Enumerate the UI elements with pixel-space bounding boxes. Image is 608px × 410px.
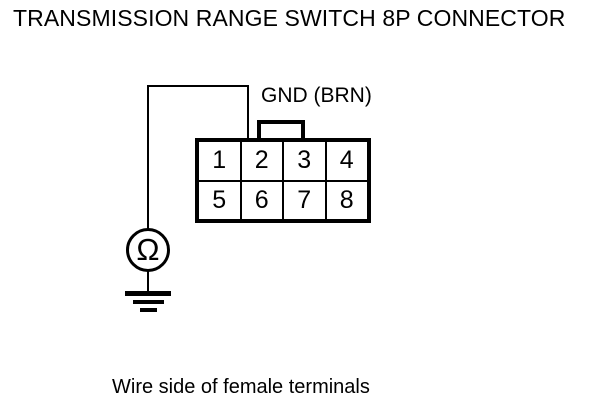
pin-cell-4: 4 [324,142,368,180]
pin-label-5: 5 [212,185,227,214]
pin-cell-7: 7 [282,181,325,219]
pin-cell-8: 8 [324,181,368,219]
omega-icon: Ω [136,231,160,267]
pin-label-2: 2 [254,146,269,175]
connector-row-top: 1 2 3 4 [199,142,367,182]
wire-segment-horizontal [148,85,249,87]
pin-cell-2: 2 [239,142,283,180]
pin-label-1: 1 [212,146,227,175]
wire-segment-vertical-connector [247,85,249,140]
ground-icon-bar-2 [133,300,164,304]
wire-segment-meter-to-ground [147,271,149,293]
ground-icon-bar-3 [140,308,157,312]
connector-row-bottom: 5 6 7 8 [199,181,368,220]
pin-label-4: 4 [339,146,354,175]
wire-label-gnd: GND (BRN) [261,84,372,107]
pin-label-6: 6 [254,185,269,214]
ground-icon-bar-1 [125,291,171,296]
pin-cell-3: 3 [282,142,325,180]
pin-label-3: 3 [297,146,312,175]
diagram-caption: Wire side of female terminals [112,376,370,398]
diagram-title: TRANSMISSION RANGE SWITCH 8P CONNECTOR [13,5,566,31]
wire-segment-vertical-meter [147,85,149,231]
ohmmeter-symbol: Ω [126,228,170,272]
pin-cell-5: 5 [199,182,240,220]
connector-8p: 1 2 3 4 5 6 7 8 [195,138,371,223]
pin-cell-1: 1 [199,142,240,180]
pin-cell-6: 6 [239,181,283,219]
pin-label-8: 8 [339,185,354,214]
pin-label-7: 7 [297,185,312,214]
connector-latch-tab [257,120,305,140]
